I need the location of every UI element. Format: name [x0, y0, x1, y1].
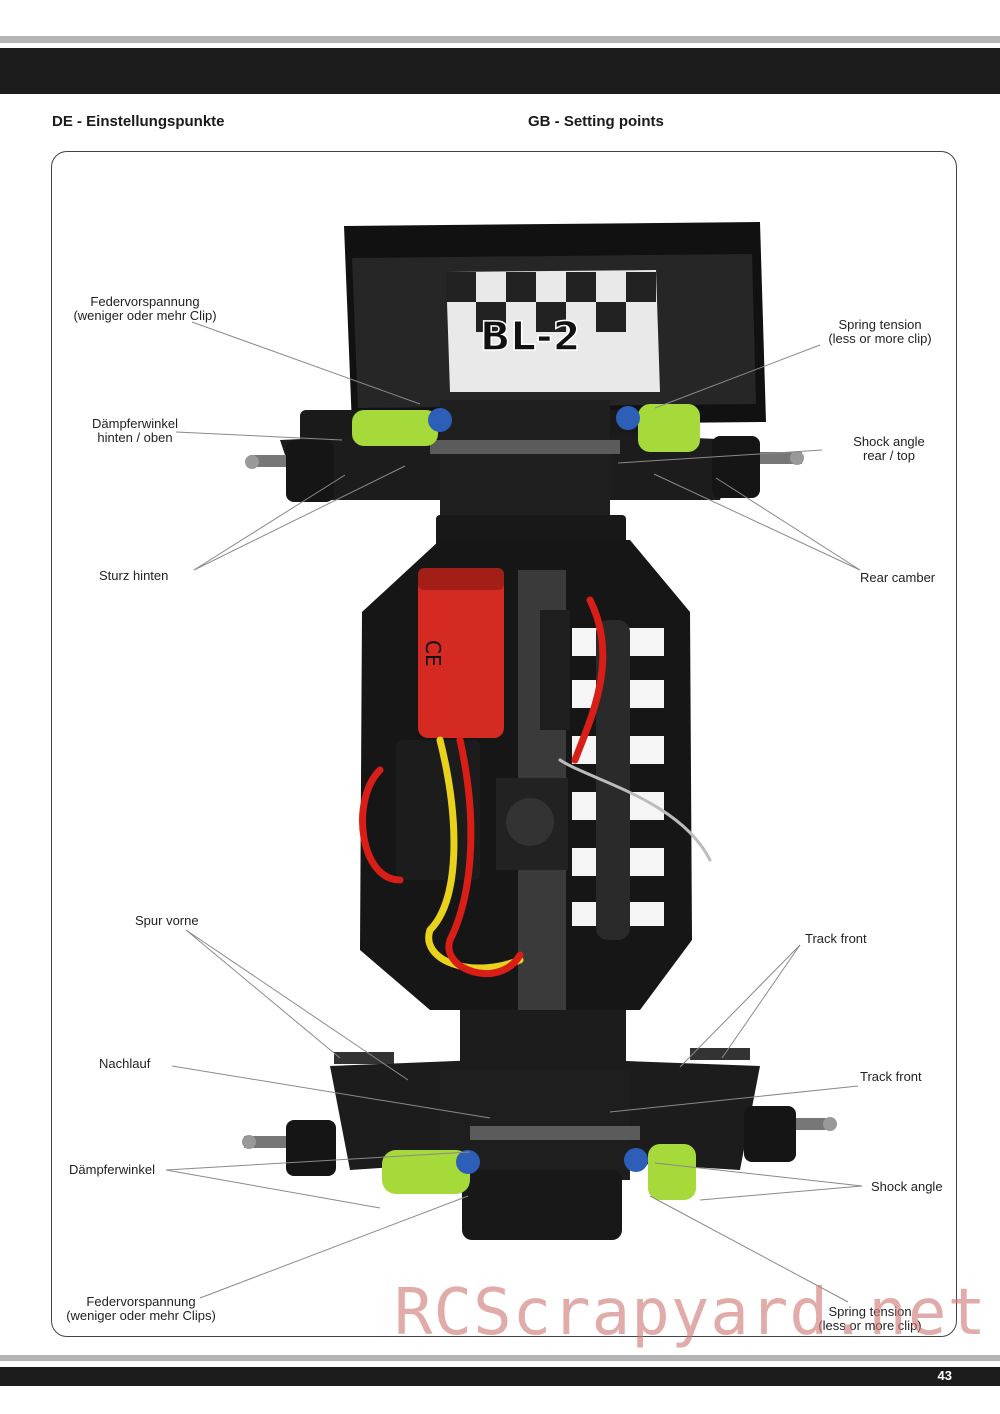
bottom-black-band — [0, 1367, 1000, 1386]
label-de-spring-bottom-line2: (weniger oder mehr Clips) — [66, 1308, 216, 1323]
label-gb-spring-bottom: Spring tension (less or more clip) — [808, 1305, 932, 1333]
motor-marking: CE — [421, 640, 445, 667]
label-gb-spring-top-line1: Spring tension — [838, 317, 922, 332]
label-gb-shock-front: Shock angle — [871, 1179, 943, 1194]
motor: CE — [418, 568, 504, 738]
label-gb-camber-rear: Rear camber — [860, 570, 936, 585]
label-de-camber-rear: Sturz hinten — [99, 568, 169, 583]
leader-lines — [165, 321, 863, 1303]
label-gb-track-front-1: Track front — [805, 931, 867, 946]
label-gb-spring-top: Spring tension (less or more clip) — [818, 318, 942, 346]
watermark: RCScrapyard.net — [394, 1276, 987, 1350]
label-de-spring-top: Federvorspannung (weniger oder mehr Clip… — [60, 295, 230, 323]
page-number: 43 — [937, 1368, 952, 1383]
label-gb-spring-top-line2: (less or more clip) — [828, 331, 932, 346]
label-de-spring-bottom-line1: Federvorspannung — [86, 1294, 196, 1309]
heading-de: DE - Einstellungspunkte — [52, 113, 225, 130]
label-gb-shock-rear: Shock angle rear / top — [842, 435, 936, 463]
label-de-shock-rear: Dämpferwinkel hinten / oben — [80, 417, 190, 445]
label-gb-track-front-2: Track front — [860, 1069, 922, 1084]
label-de-shock-front: Dämpferwinkel — [69, 1162, 155, 1177]
label-de-shock-rear-line1: Dämpferwinkel — [92, 416, 178, 431]
rear-shocks — [352, 404, 700, 452]
label-gb-spring-bottom-line2: (less or more clip) — [818, 1318, 922, 1333]
heading-gb: GB - Setting points — [528, 113, 664, 130]
rear-wing: BL-2 — [344, 222, 766, 426]
label-de-caster: Nachlauf — [99, 1056, 151, 1071]
wires — [359, 596, 712, 977]
bottom-gray-rule — [0, 1355, 1000, 1361]
label-de-toe-front: Spur vorne — [135, 913, 199, 928]
label-gb-spring-bottom-line1: Spring tension — [828, 1304, 912, 1319]
label-de-spring-top-line2: (weniger oder mehr Clip) — [73, 308, 217, 323]
label-de-spring-bottom: Federvorspannung (weniger oder mehr Clip… — [56, 1295, 226, 1323]
front-suspension — [242, 1010, 837, 1240]
label-gb-shock-rear-line2: rear / top — [862, 448, 916, 463]
electronics — [396, 610, 570, 880]
front-shocks — [382, 1144, 696, 1200]
wing-logo: BL-2 — [480, 314, 580, 360]
label-gb-shock-rear-line1: Shock angle — [853, 434, 925, 449]
top-black-band — [0, 48, 1000, 94]
label-de-shock-rear-line2: hinten / oben — [97, 430, 173, 445]
label-de-spring-top-line1: Federvorspannung — [90, 294, 200, 309]
top-gray-rule — [0, 36, 1000, 43]
